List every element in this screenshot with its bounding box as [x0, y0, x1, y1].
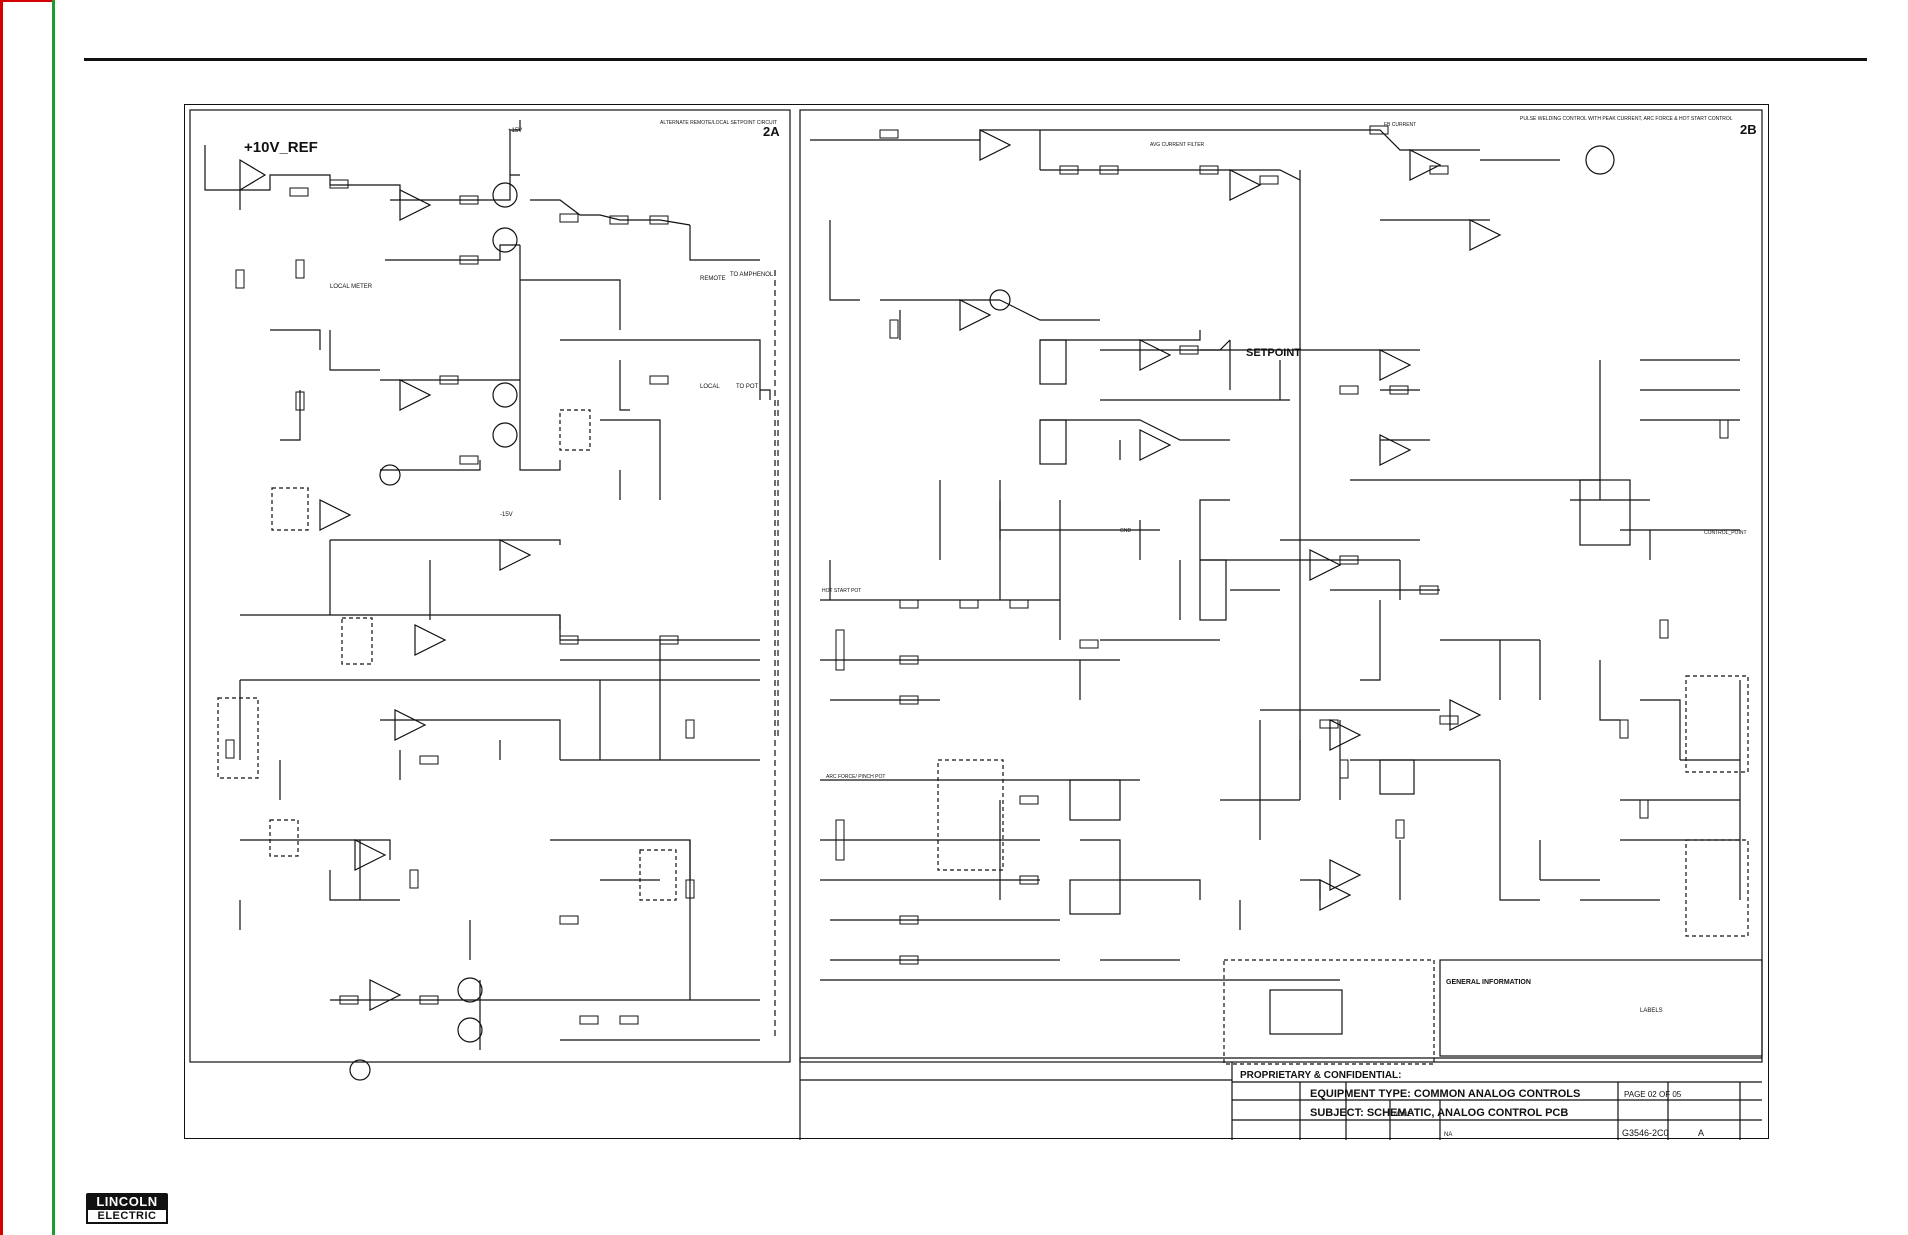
- panel-2a-frame: [189, 109, 791, 1063]
- panel-2b-caption: PULSE WELDING CONTROL WITH PEAK CURRENT,…: [1520, 116, 1733, 122]
- panel-2b-label: 2B: [1740, 122, 1757, 137]
- subject: SUBJECT: SCHEMATIC, ANALOG CONTROL PCB: [1310, 1107, 1568, 1119]
- revision: A: [1698, 1128, 1704, 1138]
- control-point-label: CONTROL_POINT: [1704, 530, 1747, 536]
- material: NA: [1444, 1132, 1452, 1138]
- ref-10v-label: +10V_REF: [244, 139, 318, 156]
- proprietary-label: PROPRIETARY & CONFIDENTIAL:: [1240, 1070, 1401, 1081]
- arc-force-label: ARC FORCE/ PINCH POT: [826, 774, 885, 780]
- gnd-label: GND: [1120, 528, 1132, 534]
- plus15v-label: +15V: [508, 128, 522, 134]
- labels-heading: LABELS: [1640, 1008, 1663, 1014]
- general-info-heading: GENERAL INFORMATION: [1446, 979, 1531, 986]
- avg-current-filter-label: AVG CURRENT FILTER: [1150, 142, 1205, 148]
- page-number: PAGE 02 OF 05: [1624, 1090, 1682, 1099]
- scale: NONE: [1394, 1112, 1411, 1118]
- lincoln-electric-logo: LINCOLN ELECTRIC: [86, 1193, 168, 1225]
- fb-current-label: FB CURRENT: [1384, 122, 1416, 128]
- equipment-type: EQUIPMENT TYPE: COMMON ANALOG CONTROLS: [1310, 1088, 1580, 1100]
- panel-2b-frame: [799, 109, 1763, 1063]
- drawing-number: G3546-2C0: [1622, 1128, 1669, 1138]
- to-amphenol-label: TO AMPHENOL: [730, 272, 774, 278]
- margin-line-red: [0, 0, 3, 1235]
- local-meter-label: LOCAL METER: [330, 284, 373, 290]
- panel-2a-label: 2A: [763, 124, 780, 139]
- local-label: LOCAL: [700, 384, 720, 390]
- to-pot-label: TO POT: [736, 384, 759, 390]
- setpoint-label: SETPOINT: [1246, 347, 1301, 359]
- header-rule: [84, 58, 1867, 61]
- margin-top-red: [0, 0, 55, 2]
- minus15v-label: -15V: [500, 512, 513, 518]
- panel-2a-caption: ALTERNATE REMOTE/LOCAL SETPOINT CIRCUIT: [660, 120, 777, 126]
- hot-start-label: HOT START POT: [822, 588, 861, 594]
- logo-top: LINCOLN: [86, 1193, 168, 1210]
- schematic-sheet: [184, 104, 1769, 1139]
- remote-label: REMOTE: [700, 276, 726, 282]
- logo-bottom: ELECTRIC: [86, 1210, 168, 1224]
- margin-line-green: [52, 0, 55, 1235]
